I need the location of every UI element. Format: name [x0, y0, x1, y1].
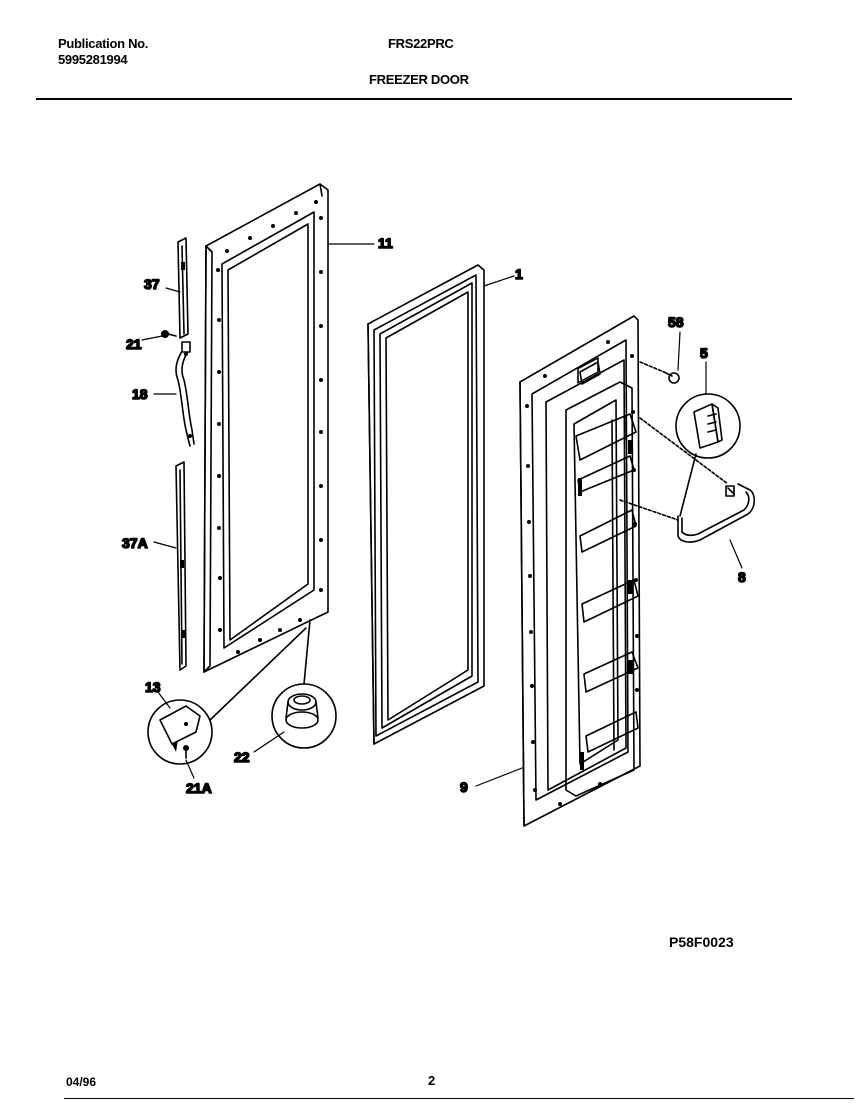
bracket-detail-part-5: [675, 393, 741, 459]
part-label-5: 5: [700, 345, 708, 361]
part-label-22: 22: [234, 749, 250, 765]
part-label-58: 58: [668, 314, 684, 330]
gasket-part-1: [367, 264, 485, 745]
part-label-11: 11: [378, 235, 393, 251]
part-label-37: 37: [144, 276, 160, 292]
footer-rule: [64, 1098, 854, 1099]
shelf-bar-part-8: [619, 417, 756, 543]
part-label-1: 1: [515, 266, 523, 282]
diagram-reference-code: P58F0023: [669, 934, 734, 950]
section-title: FREEZER DOOR: [369, 72, 469, 87]
part-label-37A: 37A: [122, 535, 148, 551]
publication-number: 5995281994: [58, 52, 128, 67]
frame-screw-holes: [216, 200, 323, 654]
trim-strip-part-37A: [175, 461, 187, 671]
part-label-8: 8: [738, 569, 746, 585]
hinge-detail-part-13: [147, 627, 307, 765]
part-label-18: 18: [132, 386, 148, 402]
screw-part-21: [161, 330, 177, 338]
door-liner-part-9: [519, 315, 641, 827]
page-number: 2: [428, 1073, 436, 1088]
publication-label: Publication No.: [58, 36, 149, 51]
part-label-21A: 21A: [186, 780, 212, 796]
part-label-21: 21: [126, 336, 142, 352]
trim-strip-part-37: [177, 237, 189, 339]
part-label-13: 13: [145, 679, 161, 695]
part-label-9: 9: [460, 779, 468, 795]
model-number: FRS22PRC: [388, 36, 454, 51]
screw-part-58: [639, 361, 680, 384]
plug-detail-part-22: [271, 619, 337, 749]
publication-date: 04/96: [66, 1075, 97, 1089]
door-frame-part-11: [203, 183, 329, 673]
leader-lines: [141, 243, 743, 787]
handle-part-18: [175, 341, 195, 447]
header-rule: [36, 98, 792, 100]
liner-screw-holes: [525, 340, 639, 806]
